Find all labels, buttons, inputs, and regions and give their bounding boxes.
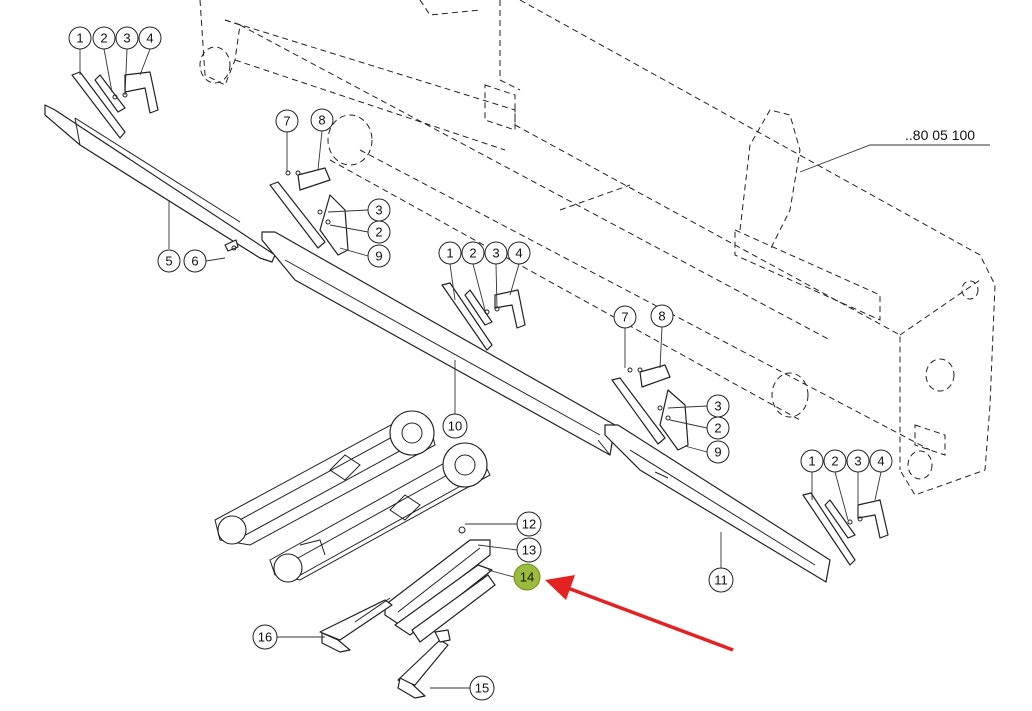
callout-3: 3 xyxy=(484,241,508,265)
callout-8: 8 xyxy=(310,108,334,132)
callout-1: 1 xyxy=(68,26,92,50)
svg-text:8: 8 xyxy=(658,309,665,324)
svg-text:2: 2 xyxy=(100,31,107,46)
svg-text:8: 8 xyxy=(318,113,325,128)
part-11-blade-right xyxy=(604,424,831,583)
callout-3: 3 xyxy=(115,26,139,50)
svg-text:1: 1 xyxy=(446,246,453,261)
svg-text:6: 6 xyxy=(191,254,198,269)
svg-text:10: 10 xyxy=(448,419,462,434)
reference-label: ..80 05 100 xyxy=(905,127,975,143)
reference-leader xyxy=(799,144,990,173)
svg-text:1: 1 xyxy=(76,31,83,46)
svg-text:5: 5 xyxy=(165,254,172,269)
callout-13: 13 xyxy=(516,537,542,563)
svg-text:16: 16 xyxy=(258,630,272,645)
svg-text:7: 7 xyxy=(621,310,628,325)
red-arrow-indicator xyxy=(545,575,734,652)
svg-text:14: 14 xyxy=(520,570,534,585)
callout-4: 4 xyxy=(507,241,531,265)
callout-2: 2 xyxy=(706,416,730,440)
callout-7: 7 xyxy=(275,109,299,133)
callout-14-highlighted: 14 xyxy=(513,563,541,591)
callout-4: 4 xyxy=(869,449,893,473)
callout-8: 8 xyxy=(650,304,674,328)
callout-12: 12 xyxy=(516,511,542,537)
chain-drive-assembly xyxy=(214,410,491,583)
svg-text:2: 2 xyxy=(469,246,476,261)
callout-9: 9 xyxy=(367,244,391,268)
svg-text:15: 15 xyxy=(475,681,489,696)
callout-2: 2 xyxy=(823,449,847,473)
callout-11: 11 xyxy=(708,567,734,593)
svg-text:3: 3 xyxy=(854,454,861,469)
callout-1: 1 xyxy=(438,241,462,265)
bracket-assembly-left xyxy=(231,167,349,256)
finger-assembly-right xyxy=(802,492,889,566)
part-5-blade-left xyxy=(44,104,276,263)
callout-10: 10 xyxy=(442,413,468,439)
callout-3: 3 xyxy=(706,394,730,418)
callout-3: 3 xyxy=(846,449,870,473)
svg-text:2: 2 xyxy=(831,454,838,469)
finger-assembly-middle xyxy=(441,282,526,351)
callout-15: 15 xyxy=(469,675,495,701)
svg-text:2: 2 xyxy=(714,421,721,436)
svg-text:12: 12 xyxy=(522,517,536,532)
main-frame xyxy=(199,0,996,496)
part-13-plate xyxy=(384,526,491,626)
callout-3: 3 xyxy=(367,198,391,222)
bracket-assembly-right xyxy=(611,364,689,451)
callout-6: 6 xyxy=(183,249,207,273)
callout-2: 2 xyxy=(367,220,391,244)
svg-text:4: 4 xyxy=(146,31,153,46)
svg-text:2: 2 xyxy=(375,225,382,240)
svg-text:7: 7 xyxy=(283,114,290,129)
callout-1: 1 xyxy=(800,449,824,473)
svg-text:3: 3 xyxy=(492,246,499,261)
part-14-guide xyxy=(394,564,496,643)
callout-2: 2 xyxy=(461,241,485,265)
svg-text:1: 1 xyxy=(808,454,815,469)
callout-16: 16 xyxy=(252,624,278,650)
svg-text:3: 3 xyxy=(375,203,382,218)
svg-text:11: 11 xyxy=(714,573,728,588)
svg-text:3: 3 xyxy=(714,399,721,414)
callout-4: 4 xyxy=(138,26,162,50)
svg-text:9: 9 xyxy=(714,445,721,460)
callout-9: 9 xyxy=(706,440,730,464)
leader-lines xyxy=(79,48,882,689)
svg-text:13: 13 xyxy=(522,543,536,558)
svg-text:4: 4 xyxy=(877,454,884,469)
callout-2: 2 xyxy=(92,26,116,50)
svg-text:3: 3 xyxy=(123,31,130,46)
callout-7: 7 xyxy=(613,305,637,329)
svg-text:4: 4 xyxy=(515,246,522,261)
part-15-bracket xyxy=(397,629,451,699)
part-16-bracket xyxy=(319,597,393,653)
finger-assembly-top-left xyxy=(71,71,159,139)
callout-5: 5 xyxy=(157,249,181,273)
part-10-blade-middle xyxy=(261,231,616,456)
svg-text:9: 9 xyxy=(375,249,382,264)
